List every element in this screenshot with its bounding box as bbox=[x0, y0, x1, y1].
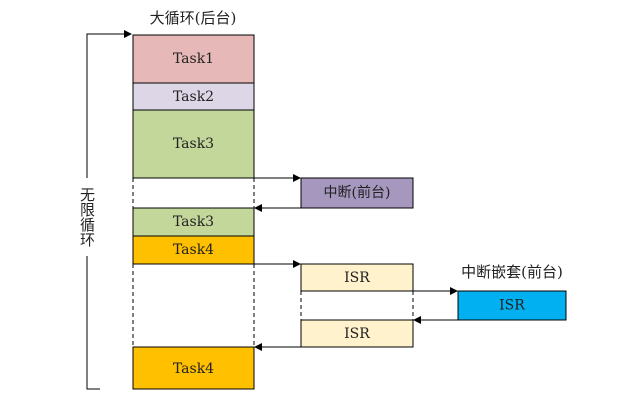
interrupt-block bbox=[300, 177, 414, 209]
isr-resume-label: ISR bbox=[344, 326, 370, 342]
task1-label: Task1 bbox=[173, 51, 214, 67]
task4-label: Task4 bbox=[173, 242, 214, 258]
task3-resume-block bbox=[132, 207, 255, 237]
isr-label: ISR bbox=[344, 270, 370, 286]
infinite-loop-label: 无限循环 bbox=[78, 187, 96, 247]
isr-gap bbox=[300, 291, 414, 320]
task4-resume-label: Task4 bbox=[173, 361, 214, 377]
nested-interrupt-title: 中断嵌套(前台) bbox=[461, 263, 563, 281]
task2-label: Task2 bbox=[173, 89, 214, 105]
isr-block bbox=[300, 263, 414, 292]
isr-resume-block bbox=[300, 319, 414, 348]
task3-resume-label: Task3 bbox=[173, 214, 214, 230]
task3-label: Task3 bbox=[173, 136, 214, 152]
task3-block bbox=[132, 109, 255, 179]
interrupt-label: 中断(前台) bbox=[324, 184, 391, 201]
nested-isr-block bbox=[457, 290, 567, 321]
task4-gap bbox=[132, 264, 255, 347]
infinite-loop-bracket bbox=[78, 30, 132, 390]
task3-gap bbox=[132, 178, 255, 208]
background-loop-title: 大循环(后台) bbox=[150, 9, 237, 27]
task4-resume-block bbox=[132, 346, 255, 390]
task1-block bbox=[132, 34, 255, 84]
nested-isr-label: ISR bbox=[499, 298, 525, 314]
task4-block bbox=[132, 235, 255, 265]
